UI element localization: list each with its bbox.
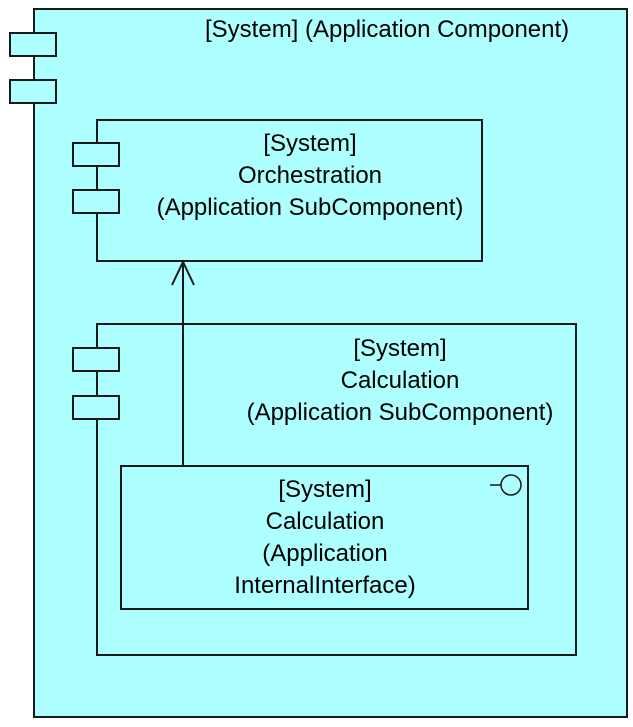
orchestration-name: Orchestration [237,162,383,189]
orchestration-type: (Application SubComponent) [156,194,464,221]
interface-name: Calculation [265,508,385,535]
orchestration-subcomponent[interactable] [96,119,483,262]
orchestration-stereotype: [System] [263,130,357,157]
outer-component-name: [System] (Application Component) [205,16,570,43]
interface-stereotype: [System] [278,476,372,503]
calculation-stereotype: [System] [353,335,447,362]
calculation-internal-interface[interactable] [120,465,529,610]
interface-type-line1: (Application [262,540,388,567]
calculation-interface-label: [System] Calculation (Application Intern… [180,474,470,602]
outer-component-label: [System] (Application Component) [205,14,630,46]
outer-component-port-icon-top [9,32,57,57]
calculation-port-icon-top [72,347,120,372]
calculation-label: [System] Calculation (Application SubCom… [220,333,580,429]
calculation-name: Calculation [340,367,460,394]
orchestration-port-icon-top [72,142,120,167]
calculation-port-icon-bottom [72,395,120,420]
outer-component-port-icon-bottom [9,79,57,104]
calculation-type: (Application SubComponent) [246,399,554,426]
orchestration-label: [System] Orchestration (Application SubC… [125,128,495,224]
orchestration-port-icon-bottom [72,189,120,214]
interface-type-line2: InternalInterface) [234,572,416,599]
